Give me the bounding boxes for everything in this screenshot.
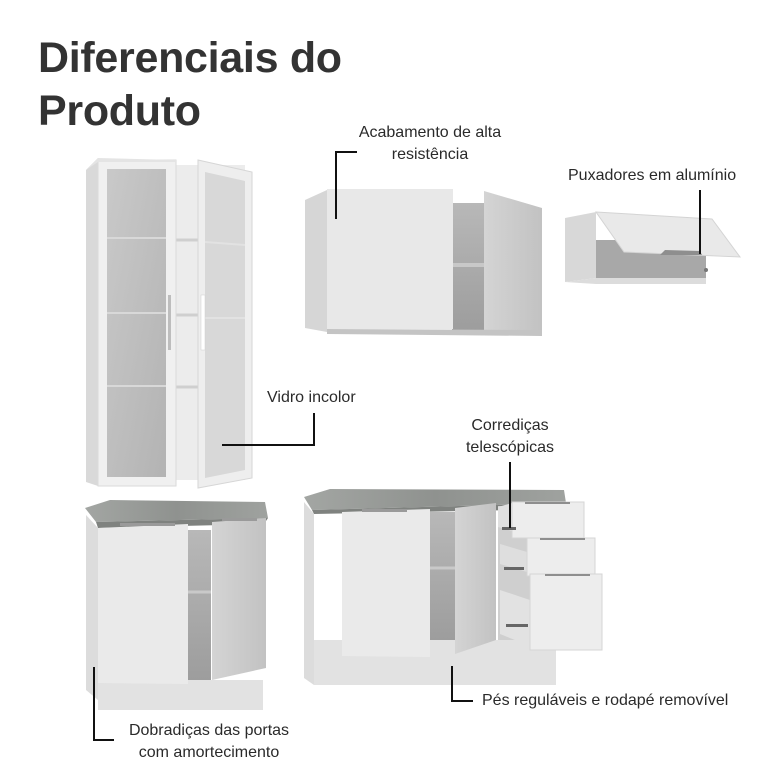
callout-finish: Acabamento de alta resistência (340, 122, 520, 166)
callout-slides-line-1: Corrediças (471, 417, 549, 434)
glass-door-cabinet (86, 158, 253, 489)
leader-line-hinges-h (93, 739, 114, 741)
page-title: Diferenciais do Produto (38, 32, 342, 138)
leader-line-handles (699, 190, 701, 254)
callout-finish-line-2: resistência (391, 146, 469, 163)
leader-line-hinges-v (93, 667, 95, 741)
callout-slides-line-2: telescópicas (465, 439, 555, 456)
callout-finish-line-1: Acabamento de alta (358, 124, 502, 141)
callout-handles: Puxadores em alumínio (568, 167, 737, 184)
leader-line-feet-v (451, 666, 453, 702)
callout-slides: Corrediças telescópicas (452, 415, 568, 459)
title-line-1: Diferenciais do (38, 34, 342, 82)
base-cabinet-two-doors (85, 500, 268, 710)
leader-line-finish-v (335, 151, 337, 219)
flip-up-cabinet (565, 211, 742, 284)
leader-line-slides (509, 462, 511, 528)
callout-hinges-line-1: Dobradiças das portas (128, 722, 290, 739)
callout-hinges-line-2: com amortecimento (138, 744, 280, 761)
callout-glass: Vidro incolor (267, 389, 356, 406)
base-cabinet-drawers (304, 489, 603, 685)
leader-line-glass-h (222, 444, 315, 446)
title-line-2: Produto (38, 87, 201, 135)
leader-line-finish-h (335, 151, 357, 153)
leader-line-feet-h (451, 700, 473, 702)
callout-feet: Pés reguláveis e rodapé removível (482, 692, 729, 709)
callout-hinges: Dobradiças das portas com amortecimento (114, 720, 304, 764)
leader-line-glass-v (313, 413, 315, 445)
wall-cabinet-two-doors (305, 189, 542, 336)
